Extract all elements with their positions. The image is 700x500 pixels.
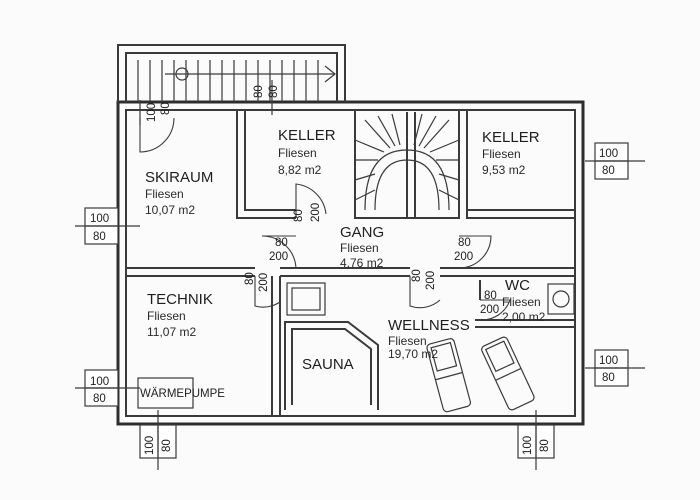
room-floor: Fliesen xyxy=(482,147,521,161)
room-floor: Fliesen xyxy=(145,187,184,201)
dimension-label: 80 xyxy=(93,231,106,243)
room-floor: Fliesen xyxy=(502,295,541,309)
dimension-label: 80 xyxy=(244,272,256,285)
dimension-label: 200 xyxy=(425,271,437,290)
dimension-label: 80 xyxy=(484,290,497,302)
room-floor: Fliesen xyxy=(388,334,427,348)
room-name: GANG xyxy=(340,224,384,241)
room-name: WC xyxy=(505,277,530,294)
room-area: 2,00 m2 xyxy=(502,310,546,324)
dimension-label: 200 xyxy=(454,251,473,263)
dimension-label: 100 xyxy=(599,148,618,160)
dimension-label: 80 xyxy=(293,209,305,222)
room-name: KELLER xyxy=(482,129,540,146)
heat-pump-label: WÄRMEPUMPE xyxy=(140,388,225,400)
dimension-label: 80 xyxy=(268,85,280,98)
dimension-label: 100 xyxy=(144,436,156,455)
room-name: KELLER xyxy=(278,127,336,144)
door-swings xyxy=(139,117,511,321)
dimension-label: 80 xyxy=(411,269,423,282)
dimension-label: 100 xyxy=(522,436,534,455)
room-area: 10,07 m2 xyxy=(145,203,195,217)
room-floor: Fliesen xyxy=(278,146,317,160)
external-stair xyxy=(117,44,346,102)
dimension-label: 80 xyxy=(602,165,615,177)
dimension-label: 80 xyxy=(602,372,615,384)
window-boxes xyxy=(75,80,645,470)
internal-stair xyxy=(354,113,460,211)
room-floor: Fliesen xyxy=(147,309,186,323)
wc-fixtures xyxy=(547,283,575,315)
heat-pump-box xyxy=(137,377,194,409)
room-floor: Fliesen xyxy=(340,241,379,255)
dimension-label: 80 xyxy=(161,439,173,452)
room-area: 4,76 m2 xyxy=(340,256,384,270)
dimension-label: 80 xyxy=(458,237,471,249)
room-name: WELLNESS xyxy=(388,317,470,334)
dimension-label: 80 xyxy=(275,237,288,249)
room-area: 8,82 m2 xyxy=(278,163,322,177)
room-area: 9,53 m2 xyxy=(482,163,526,177)
lounger-icons xyxy=(426,336,535,413)
dimension-label: 200 xyxy=(258,273,270,292)
dimension-label: 100 xyxy=(90,213,109,225)
exterior-walls xyxy=(116,100,585,426)
room-area: 11,07 m2 xyxy=(147,325,196,339)
sauna-label: SAUNA xyxy=(302,356,354,373)
dimension-label: 80 xyxy=(253,85,265,98)
dimension-label: 80 xyxy=(539,439,551,452)
dimension-label: 100 xyxy=(599,355,618,367)
room-name: SKIRAUM xyxy=(145,169,213,186)
interior-walls xyxy=(126,109,575,416)
dimension-label: 80 xyxy=(160,102,172,115)
dimension-label: 200 xyxy=(310,203,322,222)
dimension-label: 100 xyxy=(90,376,109,388)
dimension-label: 200 xyxy=(269,251,288,263)
room-area: 19,70 m2 xyxy=(388,347,438,361)
sauna-block xyxy=(284,282,379,410)
dimension-label: 200 xyxy=(480,304,499,316)
room-name: TECHNIK xyxy=(147,291,213,308)
dimension-label: 100 xyxy=(146,103,158,122)
dimension-label: 80 xyxy=(93,393,106,405)
